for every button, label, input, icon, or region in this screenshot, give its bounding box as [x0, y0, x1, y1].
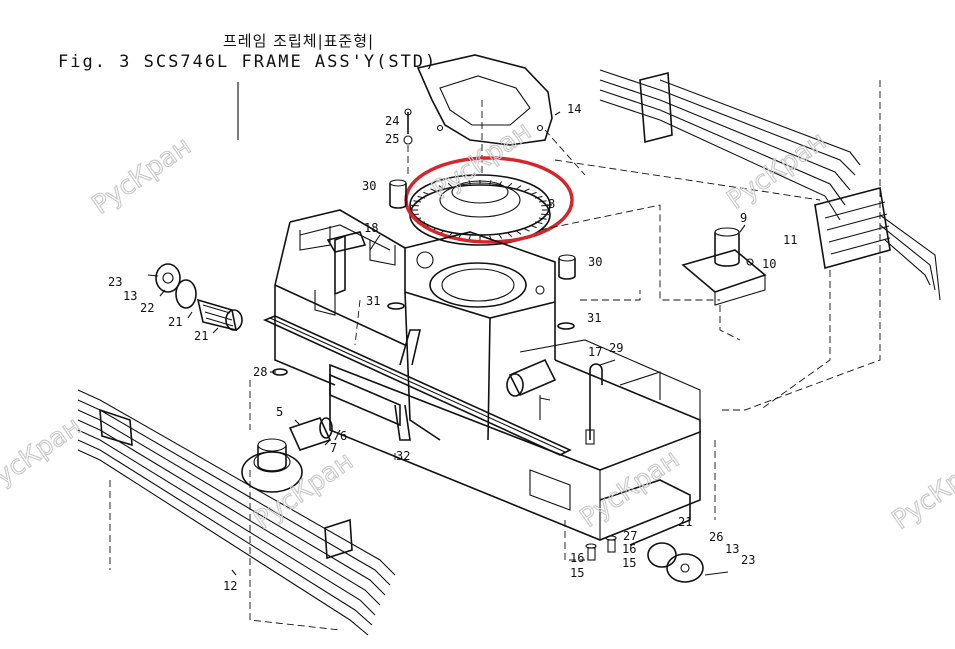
gear-tooth [438, 185, 444, 190]
callout-number: 31 [587, 311, 601, 325]
gear-tooth [489, 180, 492, 185]
callout-number: 21 [168, 315, 182, 329]
part-gasket-21-left [175, 279, 197, 309]
part-control-valve-11 [814, 187, 891, 270]
gear-tooth [430, 188, 437, 193]
watermark-text: РусКран [887, 446, 955, 536]
callout-number: 23 [741, 553, 755, 567]
gear-tooth [516, 230, 522, 235]
part-reducer-2 [241, 438, 303, 493]
dashed-leader [544, 129, 586, 176]
part-cover-plate [416, 54, 553, 146]
gear-tooth [468, 180, 471, 185]
part-cover-26 [666, 553, 704, 583]
gear-tooth [417, 195, 425, 199]
callout-number: 5 [276, 405, 283, 419]
part-swivel-9 [681, 227, 767, 306]
callout-number: 14 [567, 102, 581, 116]
part-bush-30-right [558, 254, 576, 280]
gear-tooth [523, 188, 530, 193]
gear-tooth [457, 181, 462, 186]
part-main-frame [262, 209, 701, 546]
callout-number: 15 [622, 556, 636, 570]
callout-number: 13 [123, 289, 137, 303]
callout-number: 32 [396, 449, 410, 463]
gear-tooth [535, 221, 543, 225]
callout-number: 29 [609, 341, 623, 355]
gear-tooth [507, 182, 513, 188]
gear-tooth [413, 200, 422, 203]
gear-tooth [541, 213, 550, 216]
gear-tooth [468, 235, 471, 240]
gear-tooth [498, 234, 503, 239]
gear-tooth [498, 181, 503, 186]
callout-number: 6 [340, 429, 347, 443]
callout-number: 24 [385, 114, 399, 128]
part-u-bolt-29 [585, 363, 603, 445]
part-hose-bundle-12 [77, 389, 396, 636]
part-cover-22 [147, 263, 181, 293]
part-hose-bundle-upper [599, 69, 941, 301]
callout-number: 10 [762, 257, 776, 271]
callout-number: 16 [622, 542, 636, 556]
callout-number: 28 [253, 365, 267, 379]
callout-number: 30 [362, 179, 376, 193]
callout-number: 7 [330, 441, 337, 455]
callout-number: 26 [709, 530, 723, 544]
part-washer-31-left [387, 302, 405, 310]
part-bolt-24 [403, 108, 413, 145]
watermark-text: РусКран [87, 131, 197, 221]
callout-number: 12 [223, 579, 237, 593]
callout-number: 27 [623, 529, 637, 543]
part-hydraulic-motor-5 [288, 417, 333, 451]
watermark-text: РусКран [722, 126, 832, 216]
part-fittings [585, 535, 617, 561]
callout-number: 11 [783, 233, 797, 247]
watermark-text: РусКран [575, 444, 685, 534]
callout-number: 8 [548, 197, 555, 211]
gear-tooth [516, 185, 522, 190]
gear-tooth [523, 227, 530, 232]
part-bush-30-left [389, 179, 407, 209]
callout-number: 21 [678, 515, 692, 529]
title-english: Fig. 3 SCS746L FRAME ASS'Y(STD) [58, 52, 438, 72]
callout-number: 21 [194, 329, 208, 343]
dashed-connections [109, 80, 881, 631]
gear-tooth [538, 200, 547, 203]
watermark-text: РусКран [0, 411, 87, 501]
callout-number: 13 [725, 542, 739, 556]
callout-number: 30 [588, 255, 602, 269]
gear-tooth [535, 195, 543, 199]
watermarks: РусКран РусКран РусКран РусКран РусКран … [0, 116, 955, 537]
callout-number: 9 [740, 211, 747, 225]
callout-number: 23 [108, 275, 122, 289]
callout-leaders [159, 111, 746, 576]
callout-number: 16 [570, 551, 584, 565]
gear-tooth [538, 217, 547, 220]
callout-number: 18 [364, 221, 378, 235]
part-gasket-21-right [647, 542, 677, 568]
gear-tooth [447, 182, 453, 188]
gear-tooth [423, 191, 430, 196]
part-bolt-23-right [704, 571, 729, 576]
gear-tooth [410, 204, 419, 207]
part-strainer-21 [196, 298, 243, 332]
part-washer-31-right [557, 322, 575, 330]
callout-number: 31 [366, 294, 380, 308]
callout-number: 22 [140, 301, 154, 315]
title-korean: 프레임 조립체|표준형| [223, 32, 375, 50]
part-cylinder-17 [506, 358, 557, 420]
callout-number: 15 [570, 566, 584, 580]
callout-number: 25 [385, 132, 399, 146]
gear-tooth [507, 232, 513, 238]
callout-number: 17 [588, 345, 602, 359]
part-bracket-18 [326, 231, 367, 296]
gear-tooth [530, 224, 537, 229]
gear-tooth [530, 191, 537, 196]
